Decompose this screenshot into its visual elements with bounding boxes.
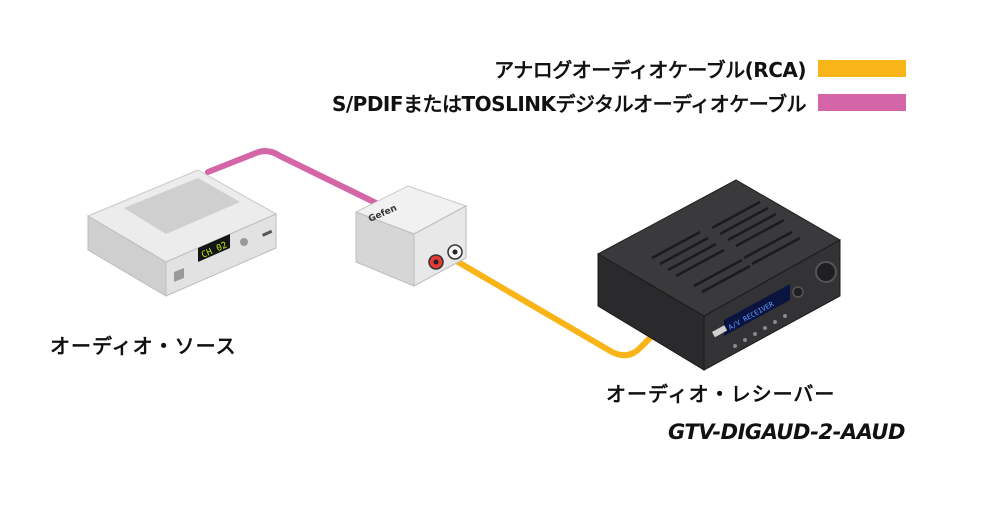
- receiver-display: [724, 284, 790, 336]
- source-knob: [240, 238, 248, 246]
- legend-digital-label: S/PDIFまたはTOSLINKデジタルオーディオケーブル: [331, 92, 807, 116]
- receiver-selector: [792, 286, 804, 298]
- digital-cable: [205, 148, 381, 207]
- converter-box: Gefen: [354, 185, 468, 287]
- model-number: GTV-DIGAUD-2-AAUD: [668, 420, 905, 444]
- source-display: [198, 234, 230, 262]
- legend-digital-swatch: [818, 94, 906, 111]
- receiver-vents: [651, 200, 801, 294]
- receiver-caption: オーディオ・レシーバー: [606, 382, 836, 406]
- legend-analog-label: アナログオーディオケーブル(RCA): [494, 58, 806, 82]
- volume-knob: [815, 261, 837, 283]
- audio-receiver-device: A/V RECEIVER: [596, 179, 842, 371]
- analog-cable: [455, 259, 653, 359]
- source-button: [174, 268, 184, 282]
- legend-analog: アナログオーディオケーブル(RCA): [494, 54, 906, 83]
- legend-analog-swatch: [818, 60, 906, 77]
- audio-source-device: CH 02: [86, 169, 278, 297]
- source-caption: オーディオ・ソース: [50, 334, 237, 358]
- legend-digital: S/PDIFまたはTOSLINKデジタルオーディオケーブル: [332, 88, 906, 117]
